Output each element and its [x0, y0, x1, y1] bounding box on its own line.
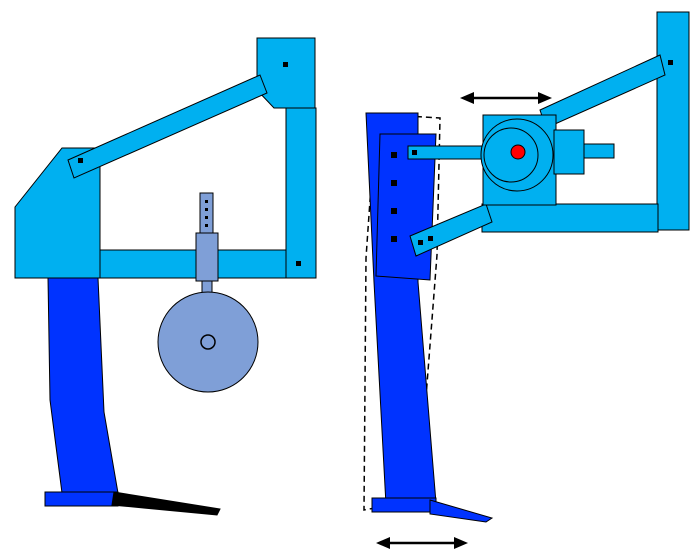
right-pivot-cap: [553, 129, 585, 175]
right-post-bolt: [668, 60, 673, 65]
left-disc-clamp: [195, 232, 219, 282]
right-assembly: [363, 11, 690, 549]
left-bolt-beam: [296, 261, 301, 266]
right-lower-strut: [409, 203, 493, 257]
right-shank-hole-3: [391, 208, 397, 214]
right-connecting-rod: [407, 145, 491, 160]
left-bolt-link: [78, 158, 83, 163]
right-pivot-extension: [583, 143, 615, 159]
left-mount-head: [14, 147, 101, 279]
right-vertical-post: [656, 11, 690, 231]
left-adjust-hole-2: [205, 208, 208, 211]
right-shank-hole-4: [391, 236, 397, 242]
right-strut-bolt-1: [418, 240, 423, 245]
left-disc-hub: [200, 334, 216, 350]
right-strut-bolt-2: [428, 236, 433, 241]
left-foot: [44, 491, 119, 507]
left-adjust-rod: [199, 192, 214, 236]
right-sweep-blade: [429, 499, 494, 523]
right-shank-hole-2: [391, 180, 397, 186]
right-shank-hole-1: [391, 152, 397, 158]
right-rod-bolt: [412, 150, 417, 155]
right-pivot-pin: [510, 144, 526, 160]
right-horizontal-beam: [481, 203, 659, 233]
right-shank-displaced-outline: [363, 113, 441, 511]
left-top-bracket: [256, 37, 316, 109]
left-sweep-blade: [111, 491, 221, 516]
left-adjust-hole-3: [205, 216, 208, 219]
left-vertical-post: [285, 107, 317, 279]
bottom-motion-arrow-icon: [376, 537, 468, 549]
right-foot: [371, 497, 437, 513]
right-upper-arm: [539, 54, 666, 129]
right-eccentric-inner: [483, 127, 539, 183]
left-bolt-bracket: [283, 62, 288, 67]
top-motion-arrow-icon: [460, 92, 552, 104]
left-adjust-hole-1: [205, 200, 208, 203]
left-assembly: [14, 37, 317, 516]
left-shank: [47, 277, 119, 494]
left-adjust-hole-4: [205, 224, 208, 227]
left-diagonal-link: [67, 74, 268, 179]
